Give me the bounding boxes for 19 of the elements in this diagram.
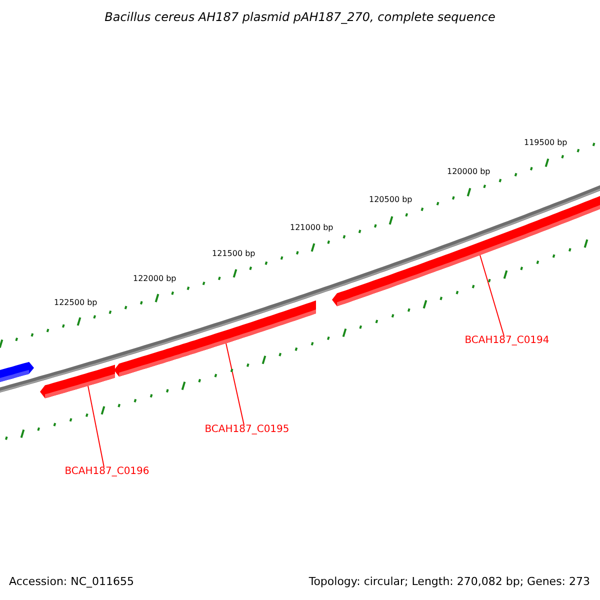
gene-label: BCAH187_C0194 <box>462 335 552 346</box>
gene-bar <box>114 300 316 377</box>
tick-label: 121500 bp <box>212 249 256 258</box>
leader-line <box>88 385 104 468</box>
tick-label: 119500 bp <box>524 138 568 147</box>
tick-label: 120000 bp <box>447 167 490 176</box>
accession-text: Accession: NC_011655 <box>9 575 134 588</box>
tick-label: 122500 bp <box>54 298 98 307</box>
leader-line <box>226 342 244 426</box>
gene-label: BCAH187_C0195 <box>202 424 292 435</box>
gene-bar <box>40 364 115 398</box>
tick-label: 122000 bp <box>133 274 176 283</box>
summary-text: Topology: circular; Length: 270,082 bp; Genes: 273 <box>308 575 590 588</box>
tick-label: 120500 bp <box>369 195 412 204</box>
tick-label: 121000 bp <box>290 223 334 232</box>
gene-bar <box>0 362 34 382</box>
leader-line <box>480 254 504 336</box>
title: Bacillus cereus AH187 plasmid pAH187_270, complete sequence <box>104 10 496 24</box>
gene-label: BCAH187_C0196 <box>62 466 152 477</box>
